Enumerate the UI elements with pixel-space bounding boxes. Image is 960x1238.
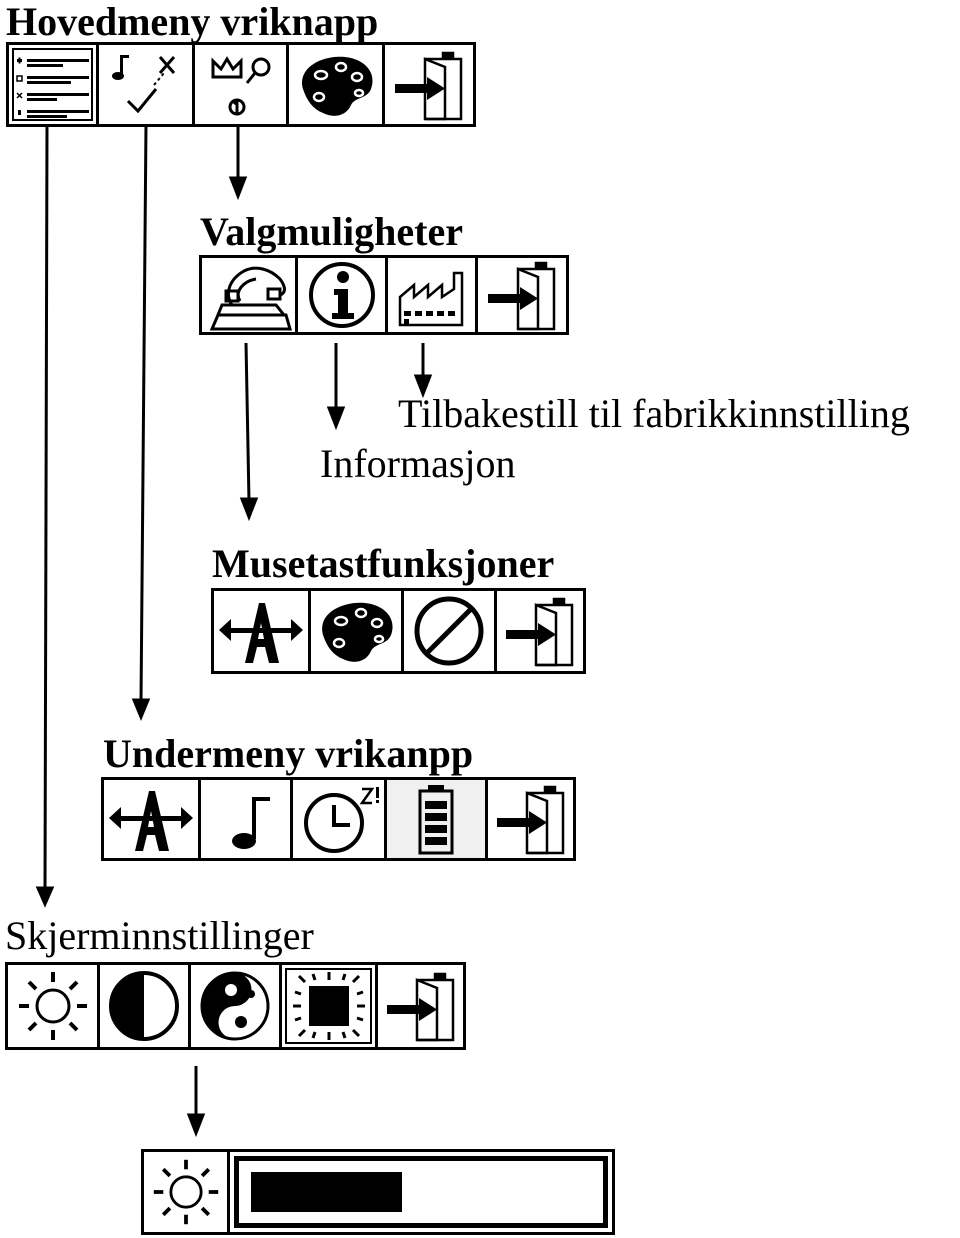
crown-key-icon [211,55,270,115]
brightness-slider-track[interactable] [227,1149,615,1235]
display-settings-icon-row [5,962,466,1050]
options-title: Valgmuligheter [200,209,463,254]
mouse-functions-size-button[interactable] [211,588,311,674]
yin-yang-icon [200,971,270,1041]
brightness-sun-icon [18,972,87,1040]
submenu-icon-row [101,777,576,861]
battery-icon [418,785,454,855]
font-size-arrows-icon [109,791,193,851]
submenu-title: Undermeny vrikanpp [103,731,474,776]
information-label: Informasjon [320,441,516,486]
main-menu-settings-button[interactable] [6,42,99,127]
arrow-options-to-mouse [244,342,251,502]
submenu-exit-button[interactable] [485,777,576,861]
palette-icon [301,56,373,116]
display-exit-button[interactable] [375,962,466,1050]
sleep-clock-icon [303,787,379,853]
brightness-slider-fill [251,1172,402,1212]
main-menu-options-button[interactable] [192,42,289,127]
mouse-functions-disable-button[interactable] [401,588,497,674]
exit-door-icon [395,51,463,120]
arrow-main-to-submenu [139,123,148,703]
factory-icon [398,271,463,327]
main-menu-title: Hovedmeny vriknapp [6,0,379,44]
exit-door-icon [488,261,556,331]
exit-door-icon [496,785,564,855]
submenu-size-button[interactable] [101,777,201,861]
contrast-half-icon [109,971,179,1041]
options-factory-reset-button[interactable] [385,255,478,335]
brightness-slider-row [141,1149,615,1235]
info-icon [308,262,375,328]
options-mouse-button[interactable] [199,255,298,335]
options-exit-button[interactable] [475,255,569,335]
display-brightness-button[interactable] [5,962,100,1050]
mouse-functions-icon-row [211,588,586,674]
mouse-functions-exit-button[interactable] [494,588,586,674]
note-check-icon [111,54,175,113]
arrow-main-to-display [43,123,49,891]
display-settings-title: Skjerminnstillinger [5,913,314,958]
display-color-button[interactable] [188,962,282,1050]
mouse-functions-title: Musetastfunksjoner [212,541,555,586]
submenu-sound-button[interactable] [198,777,293,861]
black-square-sun-icon [292,972,365,1040]
sliders-menu-icon [15,57,89,118]
display-size-button[interactable] [279,962,378,1050]
main-menu-sound-button[interactable] [96,42,195,127]
exit-door-icon [506,597,574,667]
telephone-icon [209,266,292,331]
brightness-sun-icon [153,1159,218,1225]
mouse-functions-color-button[interactable] [308,588,404,674]
music-note-icon [231,797,270,849]
submenu-sleep-button[interactable] [290,777,387,861]
brightness-slider-icon-cell [141,1149,230,1235]
exit-door-icon [386,972,454,1042]
font-size-arrows-icon [219,603,303,663]
factory-reset-label: Tilbakestill til fabrikkinnstilling [398,391,910,436]
main-menu-exit-button[interactable] [382,42,476,127]
main-menu-color-button[interactable] [286,42,385,127]
palette-icon [322,602,393,662]
options-information-button[interactable] [295,255,388,335]
main-menu-icon-row [6,42,476,127]
display-contrast-button[interactable] [97,962,191,1050]
no-symbol-icon [414,596,484,666]
submenu-battery-button[interactable] [384,777,488,861]
options-icon-row [199,255,569,335]
